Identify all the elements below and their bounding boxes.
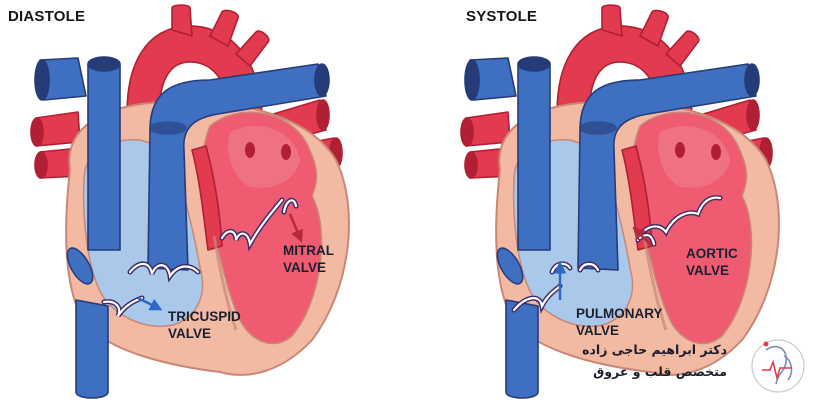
aortic-flow-arrow [632, 226, 653, 247]
systole-heart [460, 4, 780, 399]
tricuspid-valve-label: TRICUSPID VALVE [168, 309, 241, 341]
aorta-branch [601, 4, 623, 37]
watermark-specialty: متخصص قلب و عروق [593, 364, 727, 379]
aortic-valve-label: AORTIC VALVE [686, 246, 738, 278]
pulmonary-valve-label: PULMONARY VALVE [576, 306, 663, 338]
watermark-logo [751, 339, 805, 393]
superior-vena-cava [87, 63, 121, 251]
pulmonary-trunk [577, 63, 757, 271]
inferior-vena-cava [75, 299, 109, 399]
aorta-branch [171, 4, 193, 37]
systole-title: SYSTOLE [466, 8, 538, 25]
aortic-root [191, 145, 223, 251]
pulmonary-trunk [147, 63, 327, 271]
aorta-branch [209, 9, 239, 47]
superior-vena-cava [517, 63, 551, 251]
mitral-valve-label: MITRAL VALVE [283, 243, 334, 275]
aorta-branch [665, 30, 700, 67]
diastole-title: DIASTOLE [8, 8, 86, 25]
aorta-branch [639, 9, 669, 47]
watermark-name: دکتر ابراهیم حاجی زاده [582, 342, 727, 357]
mitral-flow-arrow [288, 213, 303, 243]
tricuspid-flow-arrow [137, 296, 163, 311]
inferior-vena-cava [505, 299, 539, 399]
diastole-heart [30, 4, 350, 399]
aorta-branch [235, 30, 270, 67]
